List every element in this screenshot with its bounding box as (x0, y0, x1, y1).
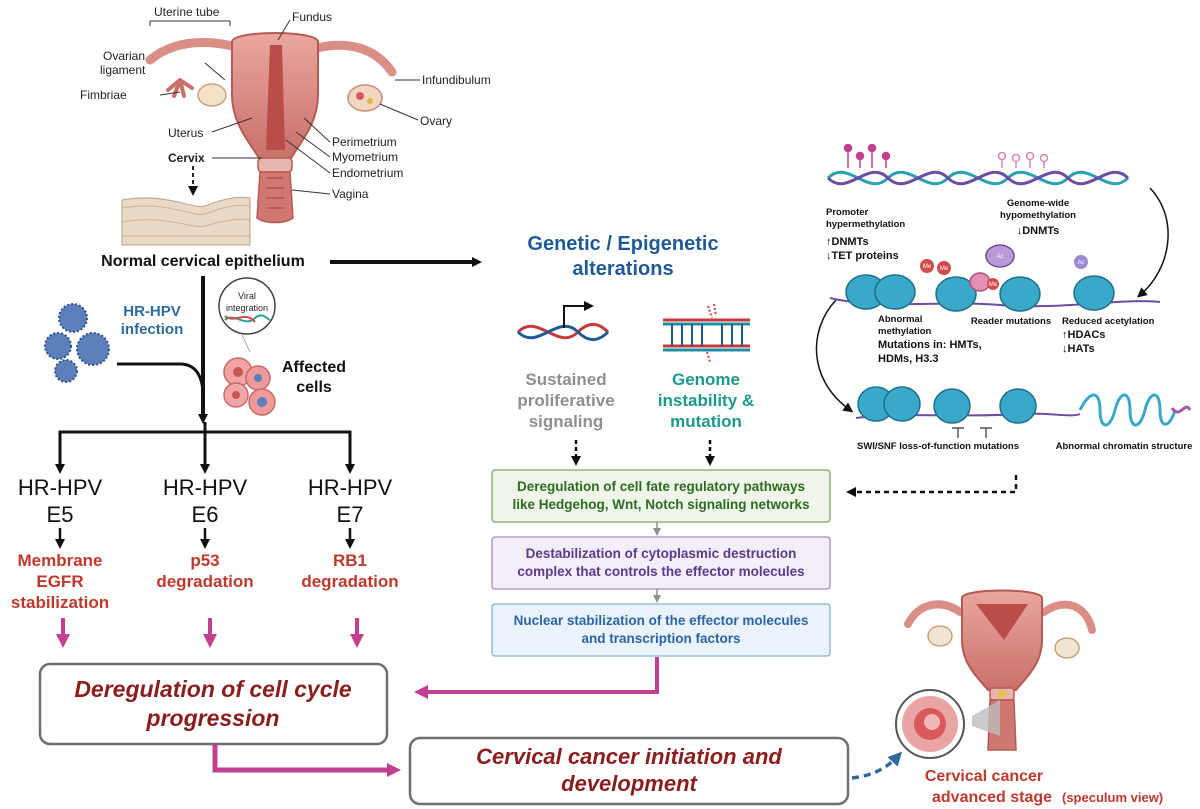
pathway-box-1 (491, 469, 831, 523)
label-fimbriae: Fimbriae (80, 88, 127, 102)
abnormal-1: Abnormal (878, 314, 922, 325)
e6-name-2: E6 (192, 502, 219, 527)
genetic-title-1: Genetic / Epigenetic (527, 233, 718, 255)
label-uterine-tube: Uterine tube (154, 5, 220, 19)
genetic-title-2: alterations (572, 258, 673, 280)
mutations-1: Mutations in: HMTs, (878, 339, 982, 351)
label-vagina: Vagina (332, 187, 369, 201)
affected-cells (223, 357, 276, 416)
dna-instability-icon (663, 303, 750, 363)
promoter-4: ↓TET proteins (826, 250, 899, 262)
e6-name-1: HR-HPV (163, 475, 248, 500)
pathway-box-1-line-1: Deregulation of cell fate regulatory pat… (517, 479, 805, 494)
label-cervix: Cervix (168, 151, 205, 165)
ac-label-2: Ac (1077, 260, 1084, 266)
infection-connector (117, 362, 205, 396)
pathway-box-1-line-2: like Hedgehog, Wnt, Notch signaling netw… (512, 497, 809, 512)
hr-hpv-infection-2: infection (121, 321, 184, 338)
e6-effect-1: p53 (190, 551, 219, 570)
me-label-1: Me (923, 264, 932, 270)
chromatin-label: Abnormal chromatin structure (1056, 441, 1193, 452)
ac-label-1: Ac (996, 254, 1003, 260)
promoter-3: ↑DNMTs (826, 236, 869, 248)
swisnf-label: SWI/SNF loss-of-function mutations (857, 441, 1019, 452)
pathway-box-2 (491, 536, 831, 590)
me-label-2: Me (940, 266, 949, 272)
label-uterus: Uterus (168, 126, 203, 140)
sustained-2: proliferative (517, 391, 614, 410)
reduced-2: ↑HDACs (1062, 329, 1105, 341)
e7-name-1: HR-HPV (308, 475, 393, 500)
label-fundus: Fundus (292, 10, 332, 24)
advanced-3: (speculum view) (1062, 790, 1163, 805)
advanced-1: Cervical cancer (925, 768, 1043, 785)
cancer-initiation-box (408, 736, 850, 806)
reduced-1: Reduced acetylation (1062, 316, 1155, 327)
advanced-uterus-illustration (895, 589, 1096, 759)
me-label-3: Me (989, 282, 998, 288)
cancer-initiation-1: Cervical cancer initiation and (476, 744, 782, 769)
e7-effect-2: degradation (301, 572, 398, 591)
mutations-2: HDMs, H3.3 (878, 353, 939, 365)
e5-name-2: E5 (47, 502, 74, 527)
label-ovary: Ovary (420, 114, 452, 128)
epithelium-tissue (121, 196, 251, 246)
viral-integration-2: integration (226, 303, 268, 313)
genome-wide-1: Genome-wide (1007, 198, 1069, 209)
pathway-box-2-line-2: complex that controls the effector molec… (517, 564, 804, 579)
advanced-2: advanced stage (932, 789, 1052, 806)
e5-effect-1: Membrane (17, 551, 102, 570)
affected-cells-2: cells (296, 379, 332, 396)
abnormal-2: methylation (878, 326, 932, 337)
pathway-box-3-line-2: and transcription factors (581, 631, 740, 646)
label-ovarian-ligament-2: ligament (100, 63, 146, 77)
promoter-1: Promoter (826, 207, 869, 218)
epigenetic-dashed-arrow (846, 475, 1018, 497)
uterus-illustration (145, 32, 397, 224)
hpv-virions (44, 303, 110, 383)
pathway-boxes: Deregulation of cell fate regulatory pat… (491, 469, 831, 657)
blue-dashed-arrow (851, 751, 903, 780)
cell-cycle-2: progression (146, 705, 280, 731)
e6-effect-2: degradation (156, 572, 253, 591)
genome-wide-2: hypomethylation (1000, 210, 1076, 221)
epigenetic-panel (815, 143, 1192, 438)
magenta-arrow-to-cellcycle (414, 657, 659, 699)
e5-name-1: HR-HPV (18, 475, 103, 500)
genome-wide-3: ↓DNMTs (1017, 225, 1060, 237)
e7-name-2: E7 (337, 502, 364, 527)
e5-effect-3: stabilization (11, 593, 109, 612)
genome-1: Genome (672, 370, 740, 389)
e7-effect-1: RB1 (333, 551, 367, 570)
reader-mutations: Reader mutations (971, 316, 1051, 327)
e5-effect-2: EGFR (36, 572, 83, 591)
viral-integration-1: Viral (238, 291, 256, 301)
dna-signaling-icon (516, 301, 610, 341)
promoter-2: hypermethylation (826, 219, 905, 230)
pathway-box-3-line-1: Nuclear stabilization of the effector mo… (514, 613, 809, 628)
label-perimetrium: Perimetrium (332, 135, 397, 149)
magenta-arrow-to-cancer (212, 744, 401, 777)
sustained-1: Sustained (525, 370, 606, 389)
sustained-3: signaling (529, 412, 604, 431)
label-endometrium: Endometrium (332, 166, 403, 180)
cell-cycle-1: Deregulation of cell cycle (74, 676, 352, 702)
genome-3: mutation (670, 412, 742, 431)
viral-integration-bubble (218, 277, 276, 353)
reduced-3: ↓HATs (1062, 343, 1095, 355)
label-infundibulum: Infundibulum (422, 73, 491, 87)
label-ovarian-ligament-1: Ovarian (103, 49, 145, 63)
pathway-box-3 (491, 603, 831, 657)
normal-epithelium-label: Normal cervical epithelium (101, 253, 305, 270)
label-myometrium: Myometrium (332, 150, 398, 164)
cancer-initiation-2: development (561, 771, 698, 796)
genome-2: instability & (658, 391, 754, 410)
hr-hpv-infection-1: HR-HPV (123, 303, 181, 320)
pathway-box-2-line-1: Destabilization of cytoplasmic destructi… (526, 546, 797, 561)
affected-cells-1: Affected (282, 359, 346, 376)
